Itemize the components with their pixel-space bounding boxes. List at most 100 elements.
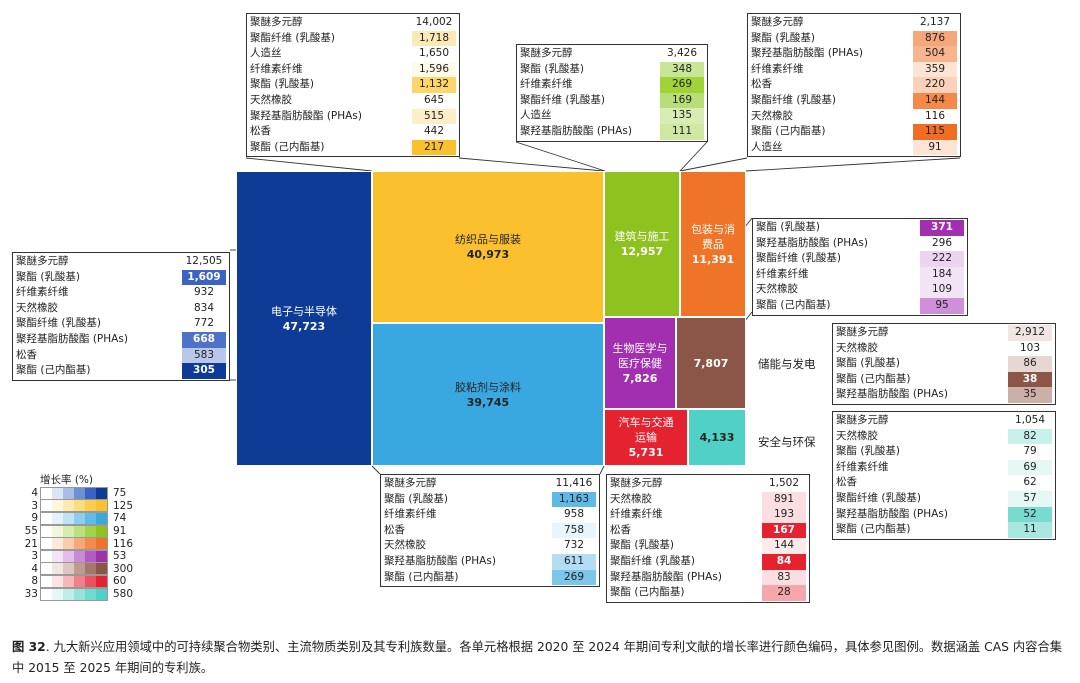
patent-count: 296 <box>920 235 964 252</box>
patent-count: 184 <box>920 266 964 283</box>
legend-swatch <box>41 487 52 499</box>
table-row: 聚酯 (乳酸基)79 <box>836 444 1052 460</box>
legend-swatch <box>52 525 63 537</box>
patent-count: 611 <box>552 553 596 570</box>
caption-text: . 九大新兴应用领域中的可持续聚合物类别、主流物质类别及其专利族数量。各单元格根… <box>12 640 1063 675</box>
legend-swatch <box>52 512 63 524</box>
cell-energy[interactable]: 7,807 <box>676 317 746 409</box>
cell-value: 11,391 <box>691 252 735 266</box>
patent-count: 82 <box>1008 428 1052 445</box>
table-row: 聚羟基脂肪酸酯 (PHAs)35 <box>836 387 1052 403</box>
cell-safety[interactable]: 4,133 <box>688 409 746 466</box>
legend-swatch <box>63 563 74 575</box>
patent-count: 891 <box>762 491 806 508</box>
table-row: 聚酯 (己内酯基)11 <box>836 522 1052 538</box>
table-row: 聚酯纤维 (乳酸基)772 <box>16 316 226 332</box>
table-row: 聚酯 (乳酸基)371 <box>756 220 964 236</box>
material-name: 聚酯纤维 (乳酸基) <box>751 93 837 106</box>
table-row: 聚羟基脂肪酸酯 (PHAs)111 <box>520 123 704 140</box>
legend-swatch <box>52 588 63 600</box>
legend-min: 8 <box>31 575 38 588</box>
material-name: 聚酯 (己内酯基) <box>610 586 685 599</box>
cell-label: 纺织品与服装 <box>455 233 521 246</box>
table-row: 聚羟基脂肪酸酯 (PHAs)296 <box>756 235 964 252</box>
material-name: 聚醚多元醇 <box>384 477 437 489</box>
patent-count: 269 <box>552 569 596 586</box>
material-name: 纤维素纤维 <box>16 286 69 299</box>
legend-swatch <box>52 575 63 587</box>
cell-value: 39,745 <box>466 395 510 409</box>
material-name: 聚酯 (乳酸基) <box>836 357 901 370</box>
patent-count: 772 <box>182 316 226 332</box>
patent-count: 144 <box>762 538 806 554</box>
patent-count: 28 <box>762 585 806 601</box>
material-name: 聚酯 (己内酯基) <box>751 125 826 138</box>
legend-max: 300 <box>113 562 134 575</box>
material-name: 松香 <box>16 348 37 361</box>
legend-title: 增长率 (%) <box>40 474 94 486</box>
caption-label: 图 32 <box>12 640 46 654</box>
patent-count: 62 <box>1008 475 1052 491</box>
table-row: 天然橡胶 891 <box>610 491 806 508</box>
cell-label: 汽车与交通运输 <box>618 416 674 444</box>
patent-count: 1,132 <box>412 77 456 93</box>
legend-swatch <box>63 525 74 537</box>
legend-max: 580 <box>113 588 134 601</box>
material-name: 聚羟基脂肪酸酯 (PHAs) <box>610 570 722 583</box>
legend-swatch <box>41 512 52 524</box>
cell-label: 包装与消费品 <box>691 222 735 251</box>
material-name: 纤维素纤维 <box>756 267 809 280</box>
material-name: 聚羟基脂肪酸酯 (PHAs) <box>836 388 948 401</box>
material-name: 聚羟基脂肪酸酯 (PHAs) <box>16 332 128 345</box>
legend-swatch <box>85 500 96 512</box>
legend-swatch <box>63 550 74 562</box>
patent-count: 348 <box>660 61 704 78</box>
material-name: 聚酯 (己内酯基) <box>756 298 831 311</box>
legend-swatch <box>41 588 52 600</box>
patent-count: 38 <box>1008 371 1052 388</box>
cell-label: 生物医学与医疗保健 <box>612 341 668 370</box>
patent-count: 269 <box>660 77 704 93</box>
legend-max: 74 <box>113 512 127 525</box>
connector-adhesives-left <box>371 465 381 475</box>
material-name: 松香 <box>751 78 772 91</box>
material-name: 聚醚多元醇 <box>520 47 573 59</box>
material-name: 人造丝 <box>250 47 282 60</box>
label-energy: 储能与发电 <box>758 357 816 371</box>
table-row: 聚酯 (己内酯基)95 <box>756 297 964 314</box>
patent-count: 111 <box>660 123 704 140</box>
legend-gradient <box>40 549 108 563</box>
patent-count: 144 <box>913 92 957 109</box>
legend-swatch <box>96 538 107 550</box>
table-row: 聚酯 (己内酯基) 28 <box>610 585 806 601</box>
material-name: 天然橡胶 <box>610 492 652 505</box>
patent-count: 645 <box>412 92 456 109</box>
material-name: 纤维素纤维 <box>610 508 663 521</box>
legend-swatch <box>63 575 74 587</box>
material-name: 聚酯 (己内酯基) <box>836 372 911 385</box>
patent-count: 1,502 <box>762 476 806 492</box>
legend-swatch <box>96 487 107 499</box>
patent-count: 932 <box>182 285 226 301</box>
legend-gradient <box>40 537 108 551</box>
